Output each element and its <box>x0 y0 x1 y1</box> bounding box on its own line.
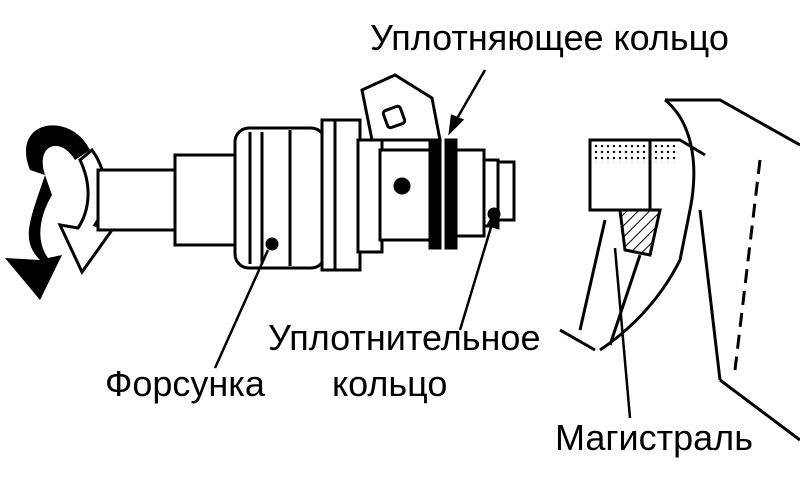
sealing-ring <box>428 138 442 250</box>
injector-shaft <box>378 148 432 242</box>
leader-lines <box>213 69 632 419</box>
injector-neck <box>173 153 242 247</box>
label-fuel-rail: Магистраль <box>555 417 753 458</box>
rotation-arrow-icon <box>5 125 115 300</box>
fuel-injector <box>96 73 516 272</box>
fuel-rail <box>559 98 800 442</box>
label-o-ring-line1: Уплотнительное <box>268 317 541 358</box>
label-o-ring-line2: кольцо <box>332 363 448 404</box>
label-sealing-ring: Уплотняющее кольцо <box>370 17 729 58</box>
injector-nozzle <box>96 168 180 232</box>
injector-hole <box>265 237 279 251</box>
injector-collar <box>320 118 362 272</box>
label-injector: Форсунка <box>105 363 265 404</box>
